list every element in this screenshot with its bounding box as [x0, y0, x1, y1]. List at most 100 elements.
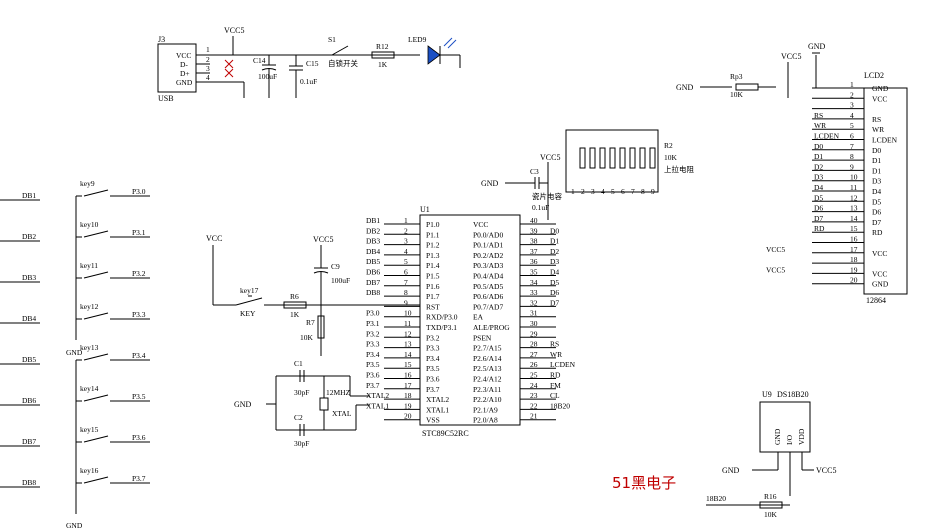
- sensor-name: DS18B20: [777, 390, 809, 399]
- key-left-net-6: DB6: [22, 396, 36, 405]
- key17-name: KEY: [240, 309, 256, 318]
- mcu-net-10: P3.0: [366, 309, 380, 318]
- usb-pin-gnd: GND: [176, 78, 193, 87]
- mcu-pin-num-37: 37: [530, 247, 538, 256]
- mcu-pin-num-34: 34: [530, 278, 538, 287]
- mcu-pin-num-5: 5: [404, 257, 408, 266]
- vcc5-label-mcu: VCC5: [540, 153, 560, 162]
- usb-pin-vcc: VCC: [176, 51, 191, 60]
- mcu-pin-num-10: 10: [404, 309, 412, 318]
- lcd-pin-num-2: 2: [850, 90, 854, 99]
- lcd-pin-name-1: GND: [872, 84, 889, 93]
- mcu-net-18: XTAL2: [366, 391, 389, 400]
- key10-ref: key10: [80, 220, 99, 229]
- mcu-net-14: P3.4: [366, 350, 380, 359]
- mcu-chip: [419, 214, 521, 426]
- mcu-pin-name-20: VSS: [426, 416, 440, 425]
- lcd-net-19: VCC5: [766, 265, 785, 274]
- reset-crystal-section: VCC key17 KEY R6 1K VCC5 C9 100uF R7 10K…: [206, 234, 420, 448]
- pullup-res-7: [629, 147, 636, 169]
- mcu-net-34: D5: [550, 278, 559, 287]
- lcd-pin-num-7: 7: [850, 142, 854, 151]
- mcu-pin-name-32: P0.7/AD7: [473, 302, 503, 311]
- mcu-pin-name-1: P1.0: [426, 220, 440, 229]
- r16-value: 10K: [764, 510, 778, 519]
- key17-ref: key17: [240, 286, 259, 295]
- mcu-net-33: D6: [550, 288, 559, 297]
- mcu-pin-num-3: 3: [404, 237, 408, 246]
- key11-switch: [83, 271, 109, 279]
- lcd-net-9: D2: [814, 162, 823, 171]
- gnd-label-lcd-top: GND: [808, 42, 826, 51]
- key-matrix: DB1DB2DB3DB4DB5DB6DB7DB8key9P3.0key10P3.…: [0, 179, 150, 530]
- mcu-net-3: DB3: [366, 237, 380, 246]
- lcd-pin-num-18: 18: [850, 255, 858, 264]
- mcu-pin-name-24: P2.3/A11: [473, 385, 502, 394]
- vcc5-label-usb: VCC5: [224, 26, 244, 35]
- r6-ref: R6: [290, 292, 299, 301]
- lcd-pin-num-6: 6: [850, 132, 854, 141]
- pot-ref: Rp3: [730, 72, 743, 81]
- key-left-net-1: DB1: [22, 191, 36, 200]
- mcu-net-13: P3.3: [366, 340, 380, 349]
- c15-ref: C15: [306, 59, 319, 68]
- r7-resistor: [317, 315, 325, 339]
- mcu-pin-name-14: P3.4: [426, 354, 440, 363]
- lcd-pin-name-12: D5: [872, 197, 881, 206]
- mcu-net-8: DB8: [366, 288, 380, 297]
- mcu-pin-name-8: P1.7: [426, 292, 440, 301]
- mcu-pin-num-26: 26: [530, 360, 538, 369]
- c2-ref: C2: [294, 413, 303, 422]
- pullup-ref: R2: [664, 141, 673, 150]
- usb-pin-3: 3: [206, 64, 210, 73]
- lcd-pin-name-10: D3: [872, 177, 881, 186]
- mcu-pin-num-18: 18: [404, 391, 412, 400]
- mcu-pin-num-21: 21: [530, 412, 538, 421]
- lcd-pin-name-17: VCC: [872, 249, 887, 258]
- lcd-pin-name-19: VCC: [872, 269, 887, 278]
- lcd-pin-num-15: 15: [850, 224, 858, 233]
- mcu-pin-name-3: P1.2: [426, 241, 440, 250]
- mcu-pin-num-8: 8: [404, 288, 408, 297]
- sensor-pin-vdd: VDD: [797, 428, 806, 445]
- mcu-pin-name-37: P0.2/AD2: [473, 251, 503, 260]
- lcd-net-17: VCC5: [766, 245, 785, 254]
- usb-pin-4: 4: [206, 73, 210, 82]
- mcu-pin-num-29: 29: [530, 329, 538, 338]
- lcd-pin-num-12: 12: [850, 193, 858, 202]
- lcd-ref: LCD2: [864, 71, 884, 80]
- r6-resistor: [283, 301, 307, 309]
- mcu-net-4: DB4: [366, 247, 380, 256]
- key15-net: P3.6: [132, 433, 146, 442]
- mcu-net-26: LCDEN: [550, 360, 576, 369]
- mcu-pin-num-14: 14: [404, 350, 412, 359]
- mcu-net-37: D2: [550, 247, 559, 256]
- sensor-pin-io: I/O: [785, 434, 794, 445]
- lcd-pin-num-1: 1: [850, 80, 854, 89]
- lcd-net-15: RD: [814, 224, 825, 233]
- lcd-net-8: D1: [814, 152, 823, 161]
- key11-net: P3.2: [132, 269, 146, 278]
- mcu-net-39: D0: [550, 226, 559, 235]
- key9-net: P3.0: [132, 187, 146, 196]
- pot-value: 10K: [730, 90, 744, 99]
- mcu-pin-num-9: 9: [404, 298, 408, 307]
- c9-ref: C9: [331, 262, 340, 271]
- mcu-net-6: DB6: [366, 268, 380, 277]
- gnd-label-c3: GND: [481, 179, 499, 188]
- key13-net: P3.4: [132, 351, 146, 360]
- switch-name: 自锁开关: [328, 58, 358, 68]
- mcu-pin-name-13: P3.3: [426, 344, 440, 353]
- key16-net: P3.7: [132, 474, 146, 483]
- mcu-pin-name-17: P3.7: [426, 385, 440, 394]
- usb-pin-dminus: D-: [180, 60, 188, 69]
- lcd-net-14: D7: [814, 214, 823, 223]
- c1-value: 30pF: [294, 388, 309, 397]
- pullup-res-6: [619, 147, 626, 169]
- mcu-pin-name-39: P0.0/AD0: [473, 230, 503, 239]
- mcu-pin-name-33: P0.6/AD6: [473, 292, 503, 301]
- pullup-name: 上拉电阻: [664, 164, 694, 174]
- lcd-pin-name-6: LCDEN: [872, 136, 898, 145]
- mcu-name: STC89C52RC: [422, 429, 469, 438]
